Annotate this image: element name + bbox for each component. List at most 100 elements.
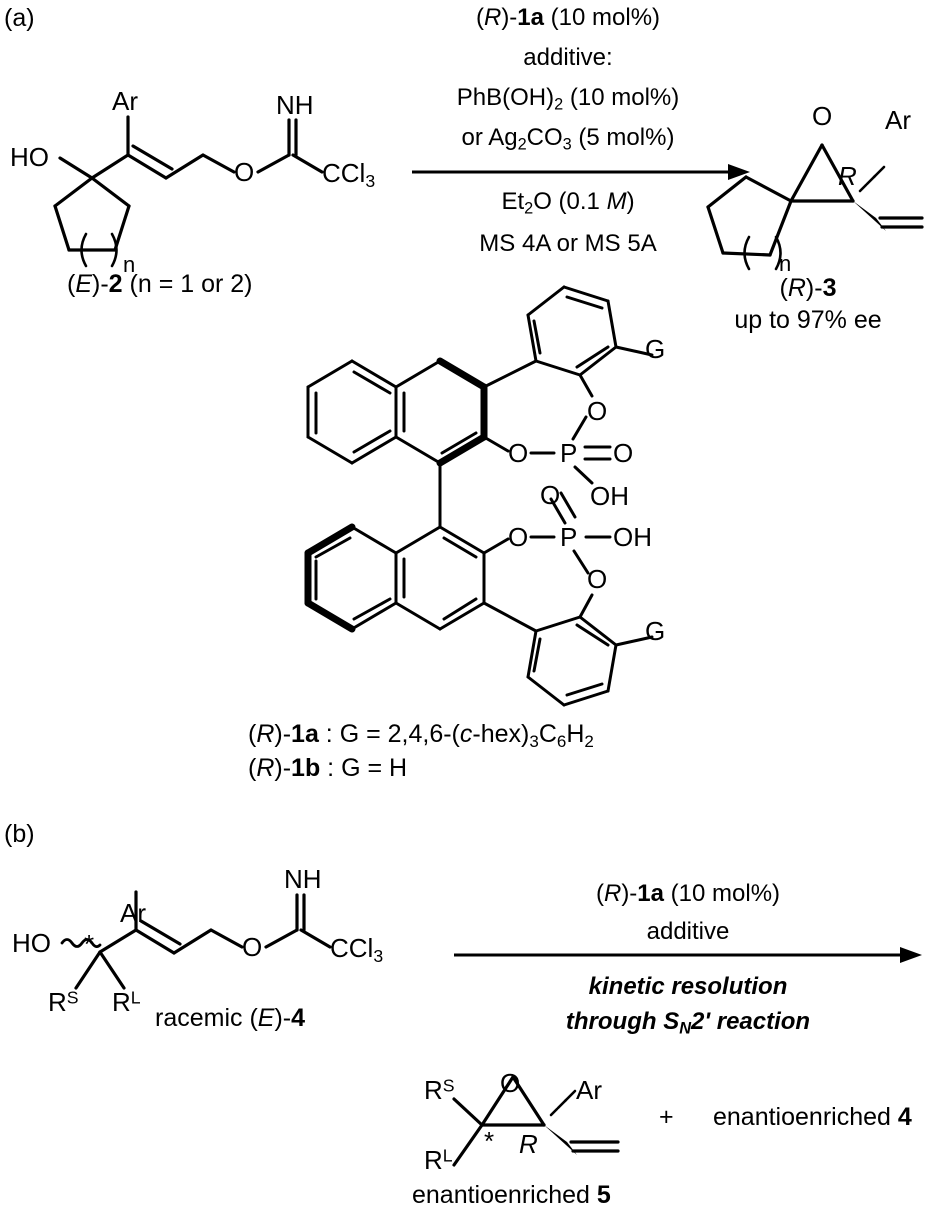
substrate-4-ar-label: Ar	[120, 898, 146, 928]
cond-a-close-paren: )-	[501, 4, 518, 31]
product-5-rs-label: RS	[424, 1075, 455, 1105]
substrate-4-structure	[60, 890, 332, 990]
additive-ag-loading: (5 mol%)	[571, 124, 675, 151]
substrate-2-close-paren: )-	[92, 270, 109, 298]
legend-1b-stereo: R	[256, 754, 275, 782]
product-3-open-paren: (	[779, 274, 788, 302]
product-5-stereo-descriptor: R	[519, 1129, 538, 1159]
additive-ag-mid: CO	[526, 124, 563, 151]
substrate-4-nh-label: NH	[284, 864, 322, 894]
catalyst-upper-g-label: G	[645, 334, 666, 364]
legend-1a-close: )-	[274, 720, 292, 748]
solvent-sub: 2	[524, 199, 534, 218]
substrate-2-number: 2	[108, 270, 123, 298]
legend-1a-open: (	[248, 720, 257, 748]
substrate-2-ccl3-label: CCl3	[322, 158, 376, 191]
product-3-structure	[706, 143, 924, 271]
product-3-number: 3	[822, 274, 837, 302]
product-5-epoxide-o-label: O	[500, 1068, 521, 1098]
product-3-n-subscript: n	[779, 251, 792, 276]
additive-phb-oh: PhB(OH)	[456, 84, 555, 111]
catalyst-upper-ester-o-label: O	[508, 438, 529, 468]
recovered-prefix: enantioenriched	[713, 1103, 898, 1131]
substrate-4-o-label: O	[242, 932, 263, 962]
substrate-2-ar-label: Ar	[112, 86, 138, 116]
substrate-2-nh-label: NH	[276, 90, 314, 120]
product-3-ee-label: up to 97% ee	[734, 306, 882, 334]
additive-ag-sub2: 3	[562, 135, 572, 154]
catalyst-lower-ester-o-label: O	[508, 522, 529, 552]
substrate-4-ccl3-label: CCl3	[330, 933, 384, 966]
catalyst-lower-g-label: G	[645, 616, 666, 646]
substrate-2-name-label: (E)-2 (n = 1 or 2)	[67, 272, 253, 297]
cond-b-close-paren: )-	[621, 880, 638, 907]
sn2prime-sub: N	[679, 1019, 691, 1038]
cond-a-open-paren: (	[475, 4, 484, 31]
catalyst-lower-aryl-o-label: O	[587, 564, 608, 594]
substrate-4-rl-label: RL	[112, 987, 141, 1017]
wavy-bond-stereocenter	[60, 938, 102, 948]
cond-b-catalyst-loading: (10 mol%)	[664, 880, 781, 907]
cond-a-stereo-descriptor: R	[483, 4, 502, 31]
product-3-stereo: R	[787, 274, 806, 302]
cond-a-catalyst-number: 1a	[517, 4, 544, 31]
product-5-ar-label: Ar	[576, 1075, 602, 1105]
product-5-structure	[452, 1075, 620, 1167]
product-3-name-label: (R)-3	[780, 276, 837, 301]
solvent-mid: O (0.1	[533, 188, 607, 215]
substrate-2-o-label: O	[234, 157, 255, 187]
legend-1b-equals: : G = H	[320, 754, 408, 782]
plus-sign: +	[659, 1103, 674, 1131]
legend-1a-equals: : G = 2,4,6-(	[318, 720, 460, 748]
panel-b-sn2prime-label: through SN2' reaction	[566, 1010, 810, 1037]
substrate-4-name-label: racemic (E)-4	[155, 1006, 305, 1031]
cond-a-catalyst-loading: (10 mol%)	[544, 4, 661, 31]
product-5-name-label: enantioenriched 5	[412, 1183, 611, 1208]
catalyst-upper-aryl-o-label: O	[587, 396, 608, 426]
substrate-4-number: 4	[291, 1004, 306, 1032]
substrate-4-rs-label: RS	[48, 987, 79, 1017]
solvent-pre: Et	[501, 188, 525, 215]
legend-1b-close: )-	[274, 754, 292, 782]
panel-a-additive-boronic-acid: PhB(OH)2 (10 mol%)	[457, 86, 679, 113]
cond-b-open-paren: (	[595, 880, 604, 907]
substrate-4-racemic-prefix: racemic (	[155, 1004, 258, 1032]
panel-b-kinetic-resolution-label: kinetic resolution	[588, 973, 788, 1000]
panel-a-solvent-condition: Et2O (0.1 M)	[501, 190, 634, 217]
product-3-close-paren: )-	[805, 274, 823, 302]
panel-b-label: (b)	[4, 820, 35, 848]
panel-a-additive-silver-carbonate: or Ag2CO3 (5 mol%)	[462, 126, 675, 153]
panel-a-molecular-sieves: MS 4A or MS 5A	[479, 230, 657, 257]
additive-phb-loading: (10 mol%)	[563, 84, 680, 111]
product-5-rl-label: RL	[424, 1145, 453, 1175]
legend-1a-substituent: -hex)3C6H2	[472, 720, 594, 751]
legend-1a-cyclo-prefix: c	[459, 720, 473, 748]
legend-1b-number: 1b	[291, 754, 321, 782]
additive-phb-sub: 2	[554, 95, 564, 114]
catalyst-1-structure	[304, 285, 654, 707]
reaction-arrow-a	[412, 164, 750, 180]
catalyst-lower-p-label: P	[560, 522, 578, 552]
recovered-substrate-label: enantioenriched 4	[713, 1105, 912, 1130]
substrate-2-n-range: (n = 1 or 2)	[122, 270, 253, 298]
product-5-number: 5	[596, 1181, 611, 1209]
legend-1b-open: (	[248, 754, 257, 782]
cond-b-catalyst-number: 1a	[637, 880, 664, 907]
substrate-2-n-subscript: n	[123, 252, 136, 277]
product-5-asterisk: *	[484, 1126, 495, 1156]
legend-1a-stereo: R	[256, 720, 275, 748]
sn2prime-tail: 2' reaction	[691, 1008, 811, 1035]
additive-ag-pre: or Ag	[461, 124, 518, 151]
catalyst-lower-po-double-label: O	[540, 480, 561, 510]
catalyst-legend-1a: (R)-1a : G = 2,4,6-(c-hex)3C6H2	[248, 722, 594, 750]
catalyst-upper-po-double-label: O	[613, 438, 634, 468]
panel-a-additive-header: additive:	[523, 44, 613, 71]
substrate-4-geometry: E	[257, 1004, 275, 1032]
panel-a-catalyst-condition: (R)-1a (10 mol%)	[476, 6, 660, 30]
recovered-number: 4	[897, 1103, 912, 1131]
substrate-2-structure	[53, 115, 324, 268]
solvent-molarity-symbol: M	[606, 188, 627, 215]
substrate-4-ho-label: HO	[12, 928, 51, 958]
substrate-4-stereocenter-asterisk: *	[84, 929, 95, 959]
